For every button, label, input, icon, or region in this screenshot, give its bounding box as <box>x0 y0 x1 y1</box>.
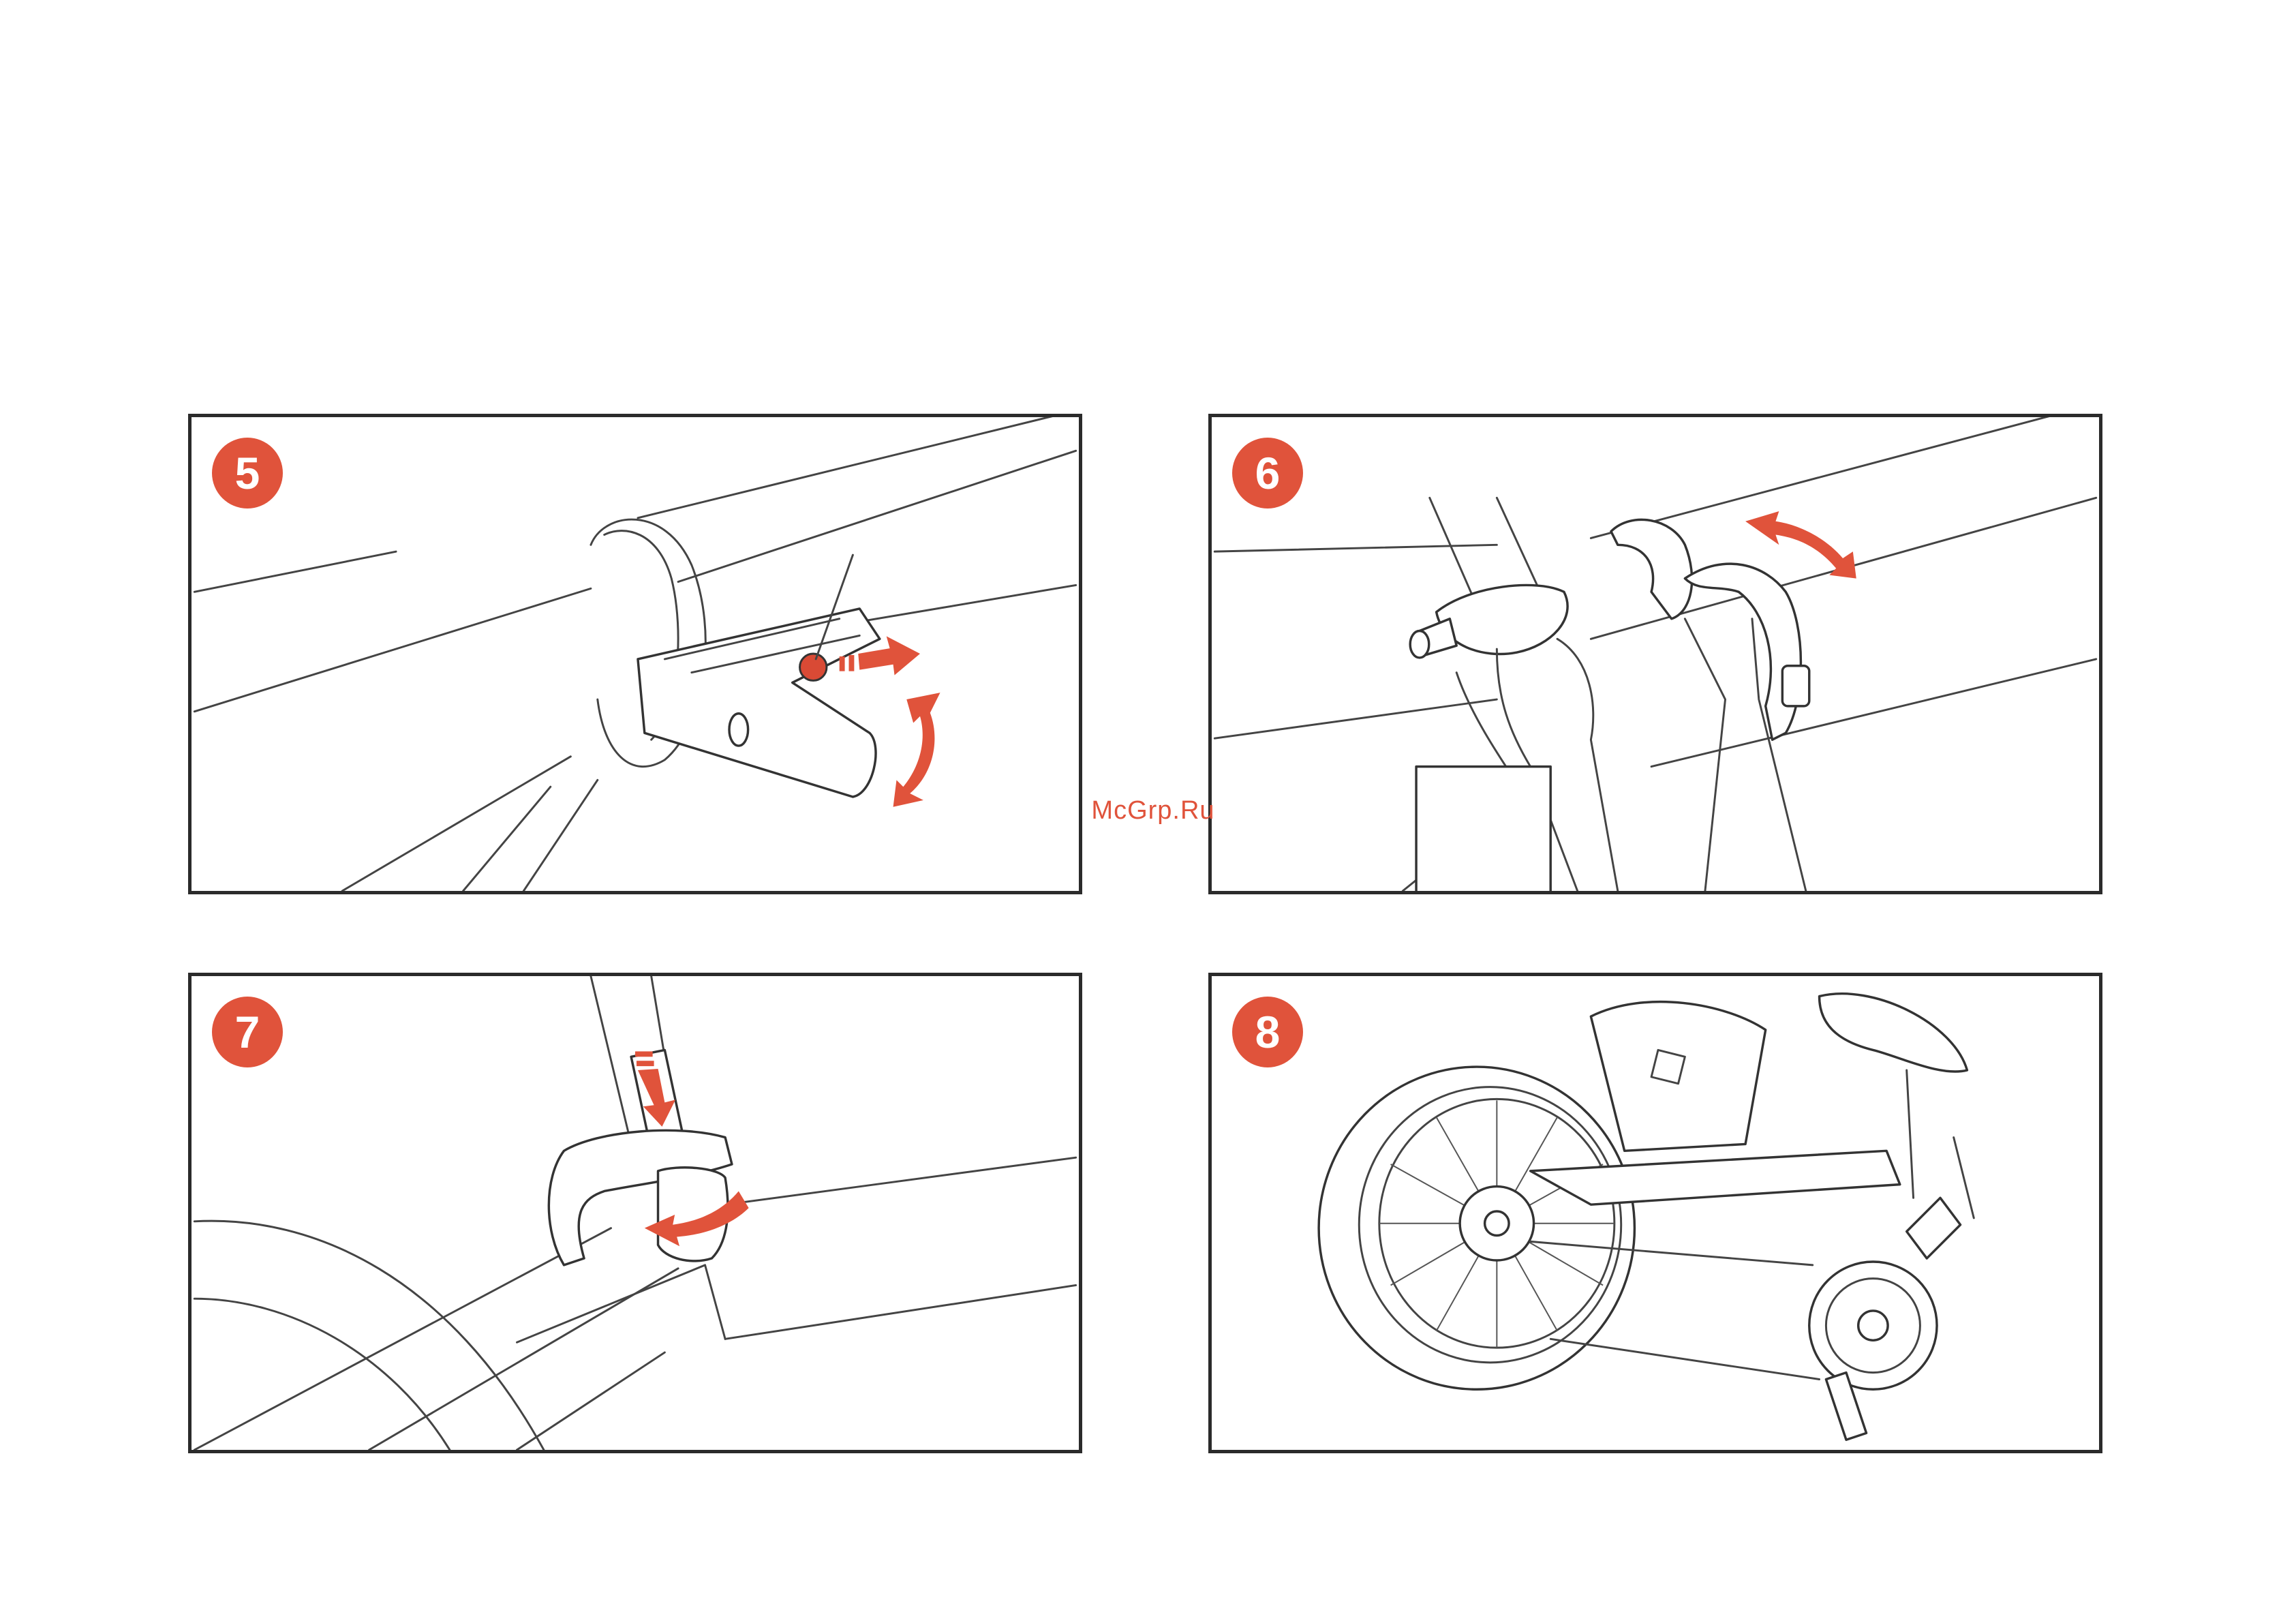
step-number-badge: 6 <box>1232 438 1303 509</box>
lock-button-icon <box>800 654 827 680</box>
step-5-illustration <box>192 417 1079 891</box>
step-8-panel: 8 <box>1208 973 2102 1453</box>
step-8-illustration <box>1212 976 2099 1450</box>
step-number-badge: 5 <box>212 438 283 509</box>
open-arrow-icon <box>1745 511 1856 579</box>
step-6-illustration <box>1212 417 2099 891</box>
clamp-bolt-icon <box>729 714 748 746</box>
step-5-panel: 5 <box>188 414 1082 894</box>
hinge-half <box>1611 519 1692 618</box>
step-7-illustration <box>192 976 1079 1450</box>
step-number-badge: 8 <box>1232 997 1303 1067</box>
step-7-panel: 7 <box>188 973 1082 1453</box>
rotate-arrow-icon <box>893 693 940 807</box>
watermark-text: McGrp.Ru <box>1085 796 1221 825</box>
step-number-badge: 7 <box>212 997 283 1067</box>
saddle-icon <box>1820 994 1968 1072</box>
folded-frame <box>1591 1002 1765 1151</box>
step-6-panel: 6 <box>1208 414 2102 894</box>
